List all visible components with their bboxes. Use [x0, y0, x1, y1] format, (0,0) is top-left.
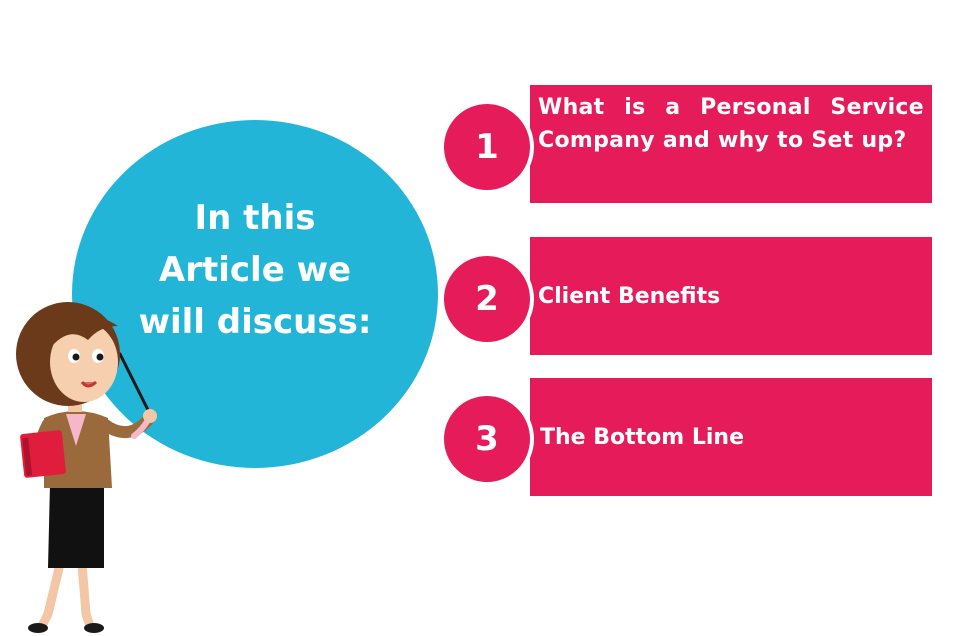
topic-item-1: What is a Personal Service Company and w… [530, 85, 932, 203]
teacher-with-pointer-icon [16, 302, 157, 633]
topic-number-2: 2 [440, 252, 534, 346]
topic-number-3: 3 [440, 392, 534, 486]
topic-item-3: The Bottom Line [530, 378, 932, 496]
topic-number-1: 1 [440, 100, 534, 194]
topic-item-2: Client Benefits [530, 237, 932, 355]
topic-item-1-label: What is a Personal Service Company and w… [538, 95, 924, 153]
intro-heading: In this Article we will discuss: [138, 198, 372, 342]
topic-item-3-label: The Bottom Line [540, 424, 745, 450]
topic-item-2-label: Client Benefits [538, 283, 721, 309]
intro-circle [72, 120, 438, 468]
